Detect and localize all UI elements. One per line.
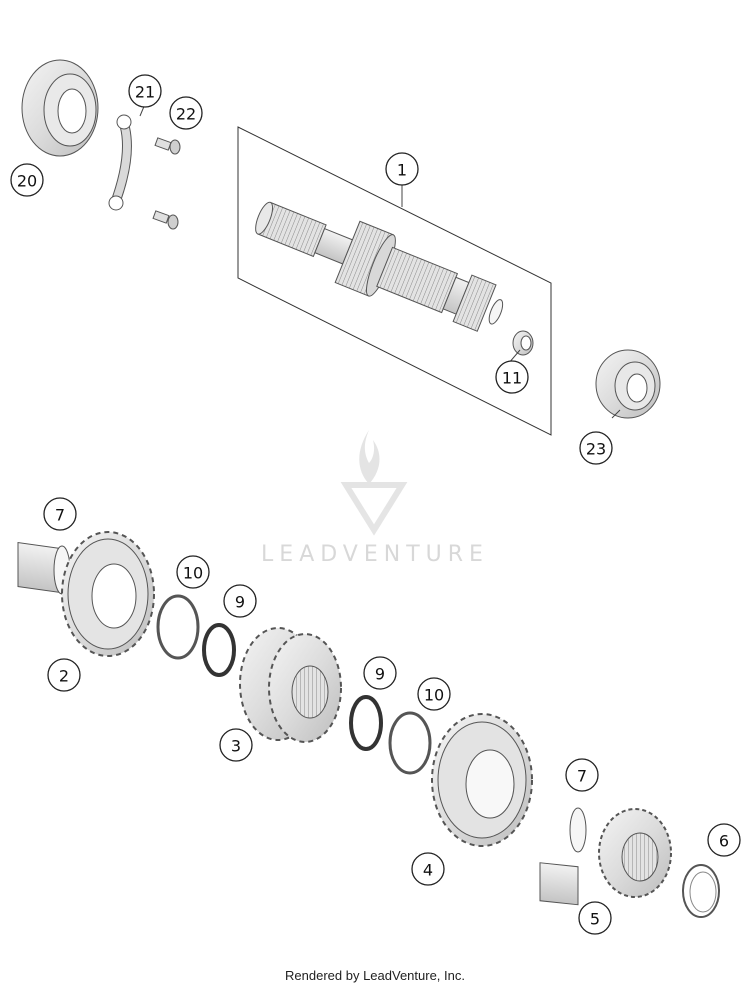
callout-9: 9 [223, 584, 257, 618]
callout-label: 11 [502, 369, 522, 388]
callout-9: 9 [363, 656, 397, 690]
callout-circle [565, 758, 599, 792]
callout-label: 7 [577, 767, 587, 786]
callout-circle [578, 901, 612, 935]
callout-label: 6 [719, 832, 729, 851]
callout-label: 22 [176, 105, 196, 124]
callout-label: 9 [235, 593, 245, 612]
gear-2 [61, 531, 155, 657]
callout-22: 22 [169, 96, 203, 130]
shaft-assembly-frame [237, 126, 552, 436]
callout-circle [176, 555, 210, 589]
callout-label: 2 [59, 667, 69, 686]
watermark-logo-icon [340, 430, 408, 536]
callout-23: 23 [579, 431, 613, 465]
callout-circle [385, 152, 419, 186]
bushing-7-right [539, 807, 587, 906]
footer-credit: Rendered by LeadVenture, Inc. [285, 968, 465, 983]
main-shaft [255, 201, 504, 332]
callout-10: 10 [417, 677, 451, 711]
callout-6: 6 [707, 823, 741, 857]
callout-label: 4 [423, 861, 433, 880]
callout-20: 20 [10, 163, 44, 197]
callout-label: 9 [375, 665, 385, 684]
shim-10-left [156, 594, 200, 660]
callout-circle [223, 584, 257, 618]
callout-label: 5 [590, 910, 600, 929]
callout-7: 7 [43, 497, 77, 531]
gear-3 [239, 627, 342, 743]
callout-label: 7 [55, 506, 65, 525]
callout-circle [707, 823, 741, 857]
callout-circle [43, 497, 77, 531]
screw-22-upper [154, 137, 181, 155]
callout-circle [10, 163, 44, 197]
screw-22-lower [152, 210, 179, 230]
callout-3: 3 [219, 728, 253, 762]
callout-circle [411, 852, 445, 886]
circlip-9-right [349, 695, 383, 751]
watermark-text: LEADVENTURE [261, 542, 489, 567]
gear-4 [431, 713, 533, 847]
callout-circle [363, 656, 397, 690]
callout-circle [47, 658, 81, 692]
callout-label: 21 [135, 83, 155, 102]
callout-1: 1 [385, 152, 419, 186]
callout-circle [169, 96, 203, 130]
callout-4: 4 [411, 852, 445, 886]
circlip-9-left [202, 623, 236, 677]
washer-6 [682, 864, 720, 918]
callout-21: 21 [128, 74, 162, 108]
needle-bearing-11 [512, 330, 534, 356]
callout-5: 5 [578, 901, 612, 935]
retaining-bracket-21 [108, 114, 132, 211]
gear-5 [598, 808, 672, 898]
callout-circle [495, 360, 529, 394]
bearing-23 [595, 349, 661, 419]
callout-circle [128, 74, 162, 108]
callout-label: 3 [231, 737, 241, 756]
callout-circle [417, 677, 451, 711]
callout-7: 7 [565, 758, 599, 792]
callout-2: 2 [47, 658, 81, 692]
bushing-7-left [17, 541, 71, 595]
callout-label: 20 [17, 172, 37, 191]
callout-label: 1 [397, 161, 407, 180]
shim-10-right [388, 711, 432, 775]
callout-11: 11 [495, 360, 529, 394]
callout-label: 10 [183, 564, 203, 583]
callout-label: 10 [424, 686, 444, 705]
bearing-20 [21, 59, 99, 157]
callout-10: 10 [176, 555, 210, 589]
callout-label: 23 [586, 440, 606, 459]
callout-circle [579, 431, 613, 465]
callout-circle [219, 728, 253, 762]
